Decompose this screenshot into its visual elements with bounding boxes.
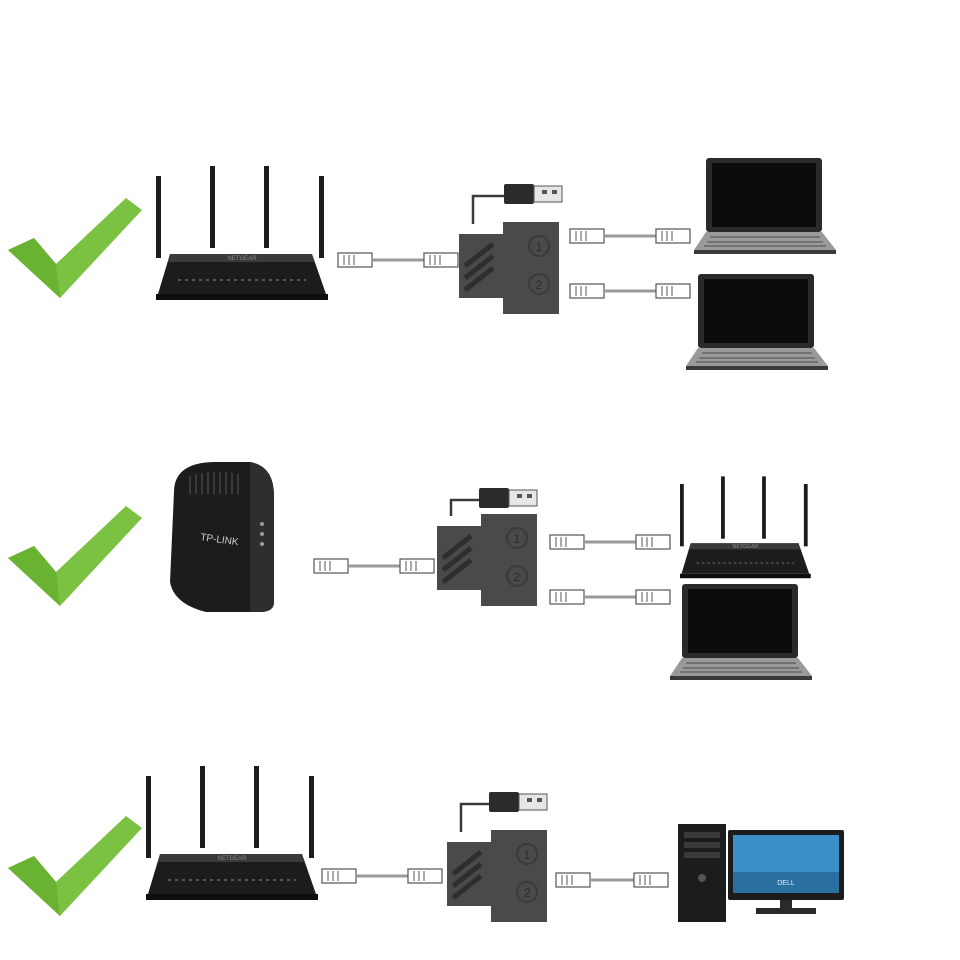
laptop-device [693,157,837,255]
monitor-brand-label: DELL [777,880,795,887]
input-ethernet-cable [313,558,435,574]
output-ethernet-cable [555,872,669,888]
usb-plug-icon [503,183,563,205]
router-device: NETGEAR [155,165,329,301]
port-2-label: 2 [536,278,543,292]
modem-device: TP-LINK [170,462,274,612]
green-check-icon [8,198,142,298]
port-1-label: 1 [524,848,531,862]
router-device: NETGEAR [679,475,812,579]
router-device: NETGEAR [145,765,319,901]
monitor-icon: DELL [728,830,844,914]
scenario-router-to-two-laptops: NETGEAR 1 2 [8,157,837,371]
laptop-device [685,273,829,371]
output-ethernet-cables [569,228,691,299]
usb-power-cable [459,791,548,832]
green-check-icon [8,816,142,916]
green-check-icon [8,506,142,606]
ethernet-splitter: 1 2 [459,222,559,314]
usb-plug-icon [478,487,538,509]
ethernet-splitter: 1 2 [437,514,537,606]
input-ethernet-cable [337,252,459,268]
port-1-label: 1 [514,532,521,546]
modem-brand-label: TP-LINK [200,532,240,548]
usb-power-cable [449,487,538,516]
laptop-device [669,583,813,681]
scenario-modem-to-router-and-laptop: TP-LINK 1 2 NETGEAR [8,462,813,681]
usb-plug-icon [488,791,548,813]
router-brand-label: NETGEAR [217,856,247,862]
router-brand-label: NETGEAR [733,544,759,550]
desktop-pc-device: DELL [678,824,844,922]
output-ethernet-cables [549,534,671,605]
ethernet-splitter: 1 2 [447,830,547,922]
port-1-label: 1 [536,240,543,254]
scenario-router-to-desktop: NETGEAR 1 2 [8,765,844,922]
router-brand-label: NETGEAR [227,256,257,262]
pc-tower-icon [678,824,726,922]
usb-power-cable [471,183,563,224]
input-ethernet-cable [321,868,443,884]
port-2-label: 2 [514,570,521,584]
port-2-label: 2 [524,886,531,900]
